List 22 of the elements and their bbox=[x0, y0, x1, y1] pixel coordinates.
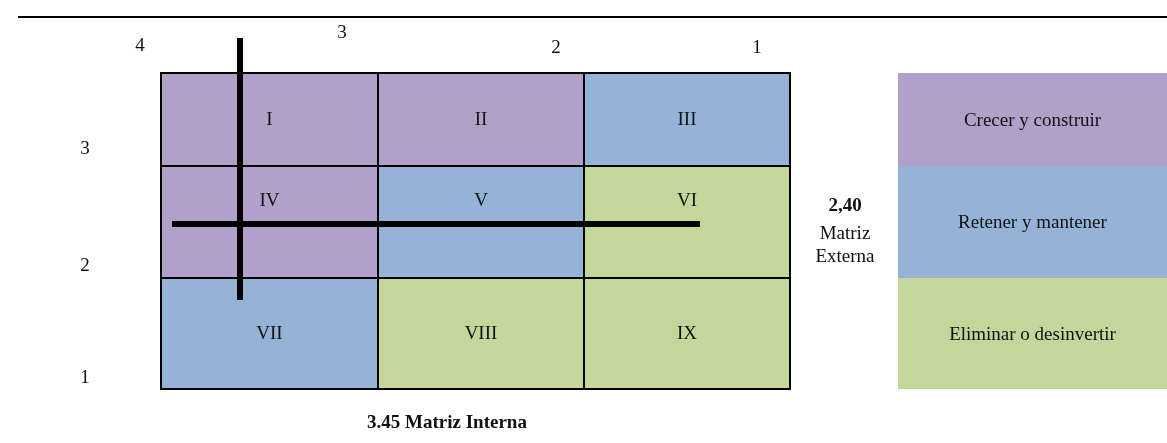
axis-label: Matriz Externa bbox=[814, 221, 876, 268]
legend-item: Retener y mantener bbox=[898, 166, 1167, 278]
quadrant-label: VII bbox=[160, 277, 379, 390]
axis-number: 1 bbox=[79, 365, 91, 389]
axis-number: 3 bbox=[79, 136, 91, 160]
quadrant-label: II bbox=[377, 72, 585, 167]
value-label: 2,40 bbox=[827, 192, 863, 217]
quadrant-label: IX bbox=[583, 277, 791, 390]
quadrant-label: I bbox=[160, 72, 379, 167]
axis-number: 2 bbox=[79, 253, 91, 277]
legend-item: Crecer y construir bbox=[898, 73, 1167, 166]
axis-number: 2 bbox=[550, 35, 562, 59]
axis-number: 1 bbox=[751, 35, 763, 59]
quadrant-label: III bbox=[583, 72, 791, 167]
quadrant-label: IV bbox=[160, 165, 379, 279]
legend-item: Eliminar o desinvertir bbox=[898, 278, 1167, 389]
axis-number: 4 bbox=[134, 33, 146, 57]
quadrant-label: VI bbox=[583, 165, 791, 279]
quadrant-label: VIII bbox=[377, 277, 585, 390]
quadrant-label: V bbox=[377, 165, 585, 279]
axis-number: 3 bbox=[336, 20, 348, 44]
chart-title: 3.45 Matriz Interna bbox=[366, 409, 528, 434]
